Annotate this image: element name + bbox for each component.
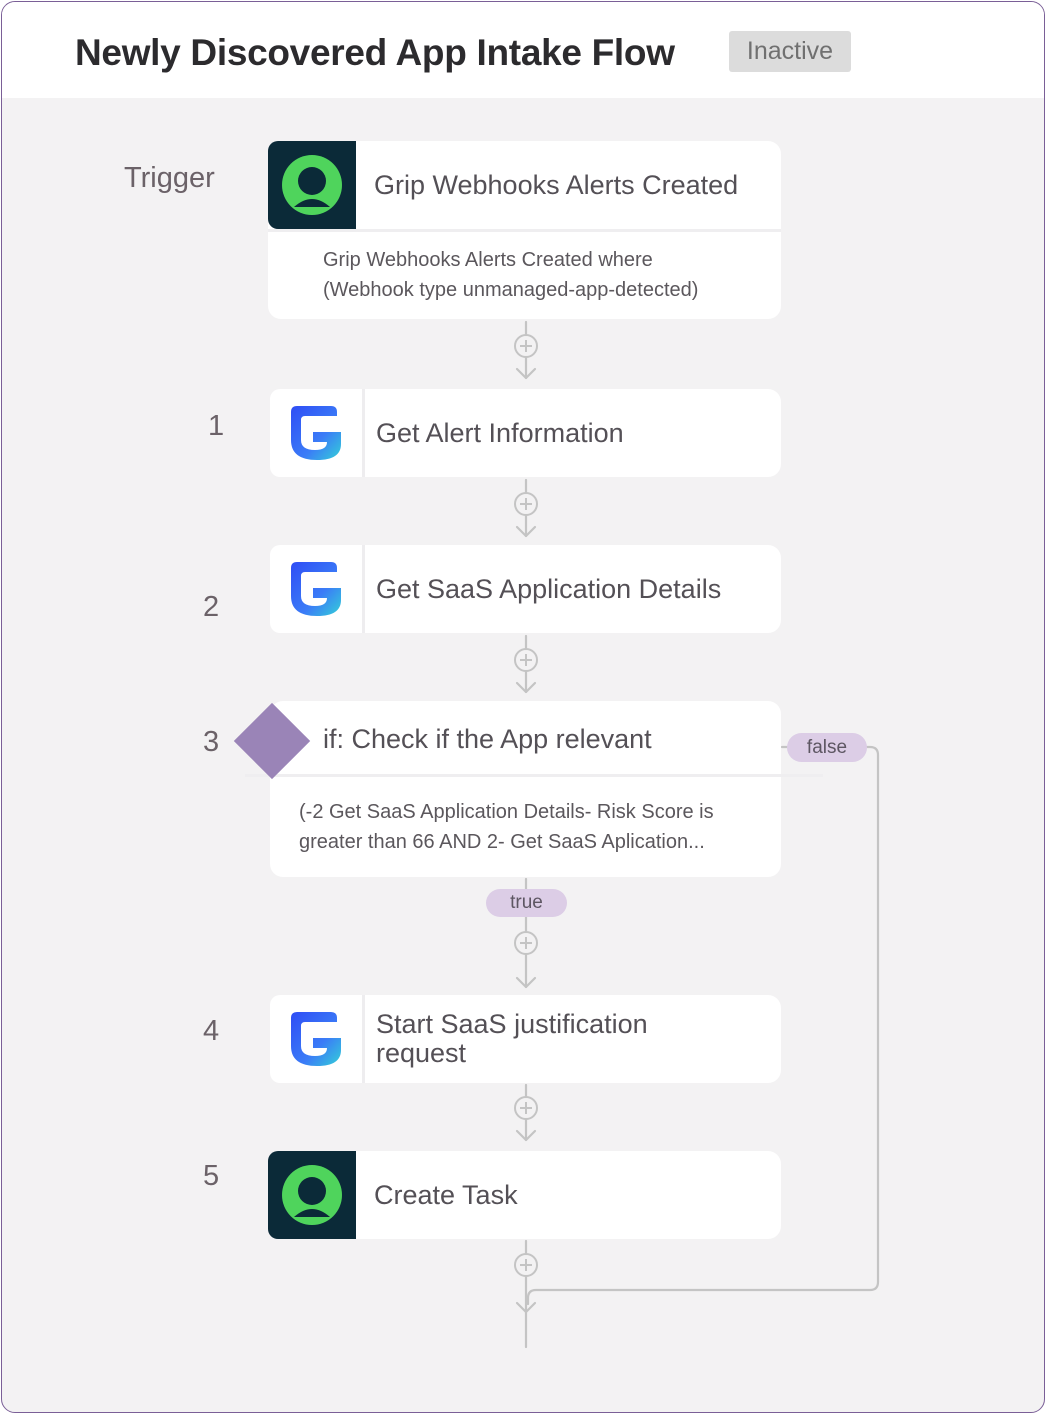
trigger-description-line2: (Webhook type unmanaged-app-detected)	[323, 279, 699, 301]
step-number-1: 1	[208, 410, 225, 442]
condition-line2: greater than 66 AND 2- Get SaaS Aplicati…	[299, 831, 705, 853]
step-3-condition-card[interactable]: if: Check if the App relevant (-2 Get Sa…	[270, 701, 781, 877]
step-4-title-line2: request	[376, 1038, 467, 1068]
step-number-2: 2	[203, 591, 220, 623]
g-app-logo-icon	[270, 389, 365, 477]
condition-divider	[245, 774, 823, 777]
g-app-logo-icon	[270, 995, 365, 1083]
step-5-card[interactable]: Create Task	[268, 1151, 781, 1239]
step-4-title: Start SaaS justification request	[376, 995, 648, 1083]
false-branch-pill[interactable]: false	[787, 733, 867, 762]
flow-header: Newly Discovered App Intake Flow Inactiv…	[2, 2, 1044, 98]
card-divider	[268, 229, 781, 232]
step-5-title: Create Task	[374, 1179, 518, 1210]
grip-logo-icon	[268, 1151, 356, 1239]
trigger-description-line1: Grip Webhooks Alerts Created where	[323, 249, 653, 271]
step-2-title: Get SaaS Application Details	[376, 573, 722, 604]
step-number-5: 5	[203, 1160, 220, 1192]
step-1-title: Get Alert Information	[376, 417, 624, 448]
trigger-title: Grip Webhooks Alerts Created	[374, 169, 739, 200]
grip-logo-icon	[268, 141, 356, 229]
step-2-card[interactable]: Get SaaS Application Details	[270, 545, 781, 633]
step-4-title-line1: Start SaaS justification	[376, 1009, 648, 1039]
step-3-title: if: Check if the App relevant	[323, 723, 652, 754]
status-badge[interactable]: Inactive	[729, 31, 851, 72]
trigger-label: Trigger	[124, 162, 215, 194]
step-number-4: 4	[203, 1015, 220, 1047]
step-number-3: 3	[203, 726, 220, 758]
trigger-card[interactable]: Grip Webhooks Alerts Created Grip Webhoo…	[268, 141, 781, 319]
g-app-logo-icon	[270, 545, 365, 633]
flow-title: Newly Discovered App Intake Flow	[75, 32, 675, 73]
true-branch-pill[interactable]: true	[486, 889, 567, 917]
condition-line1: (-2 Get SaaS Application Details- Risk S…	[299, 801, 714, 823]
step-1-card[interactable]: Get Alert Information	[270, 389, 781, 477]
step-4-card[interactable]: Start SaaS justification request	[270, 995, 781, 1083]
